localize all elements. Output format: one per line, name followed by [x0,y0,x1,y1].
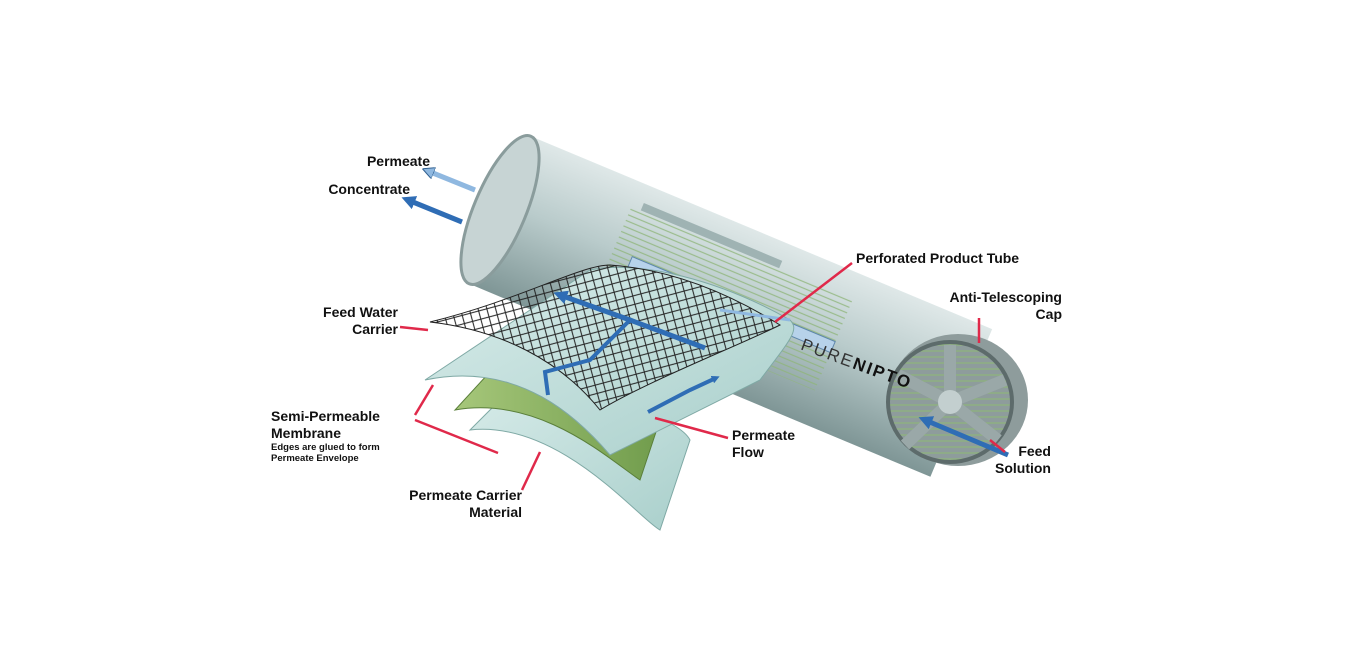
label-permeate-flow: Permeate Flow [732,427,795,461]
leader-lines [399,262,1006,491]
label-line: Semi-Permeable [271,408,380,424]
label-line: Permeate Carrier [409,487,522,503]
label-perforated-product-tube: Perforated Product Tube [856,250,1020,266]
label-line: Material [469,504,522,520]
label-line: Solution [995,460,1051,476]
label-feed-water-carrier: Feed Water Carrier [300,304,398,338]
anti-telescoping-cap [886,334,1028,466]
label-line: Carrier [352,321,398,337]
feed-water-carrier-mesh [429,264,782,411]
label-permeate-carrier-material: Permeate Carrier Material [360,487,522,521]
label-anti-telescoping-cap: Anti-Telescoping Cap [900,289,1062,323]
label-line: Feed Water [323,304,398,320]
label-line: Membrane [271,425,342,441]
label-permeate: Permeate [366,153,430,169]
permeate-flow-arrow [647,376,720,414]
feed-flow-branch [542,318,632,396]
concentrate-outlet-arrow [401,196,463,225]
label-line: Permeate [732,427,796,443]
label-semi-permeable-membrane: Semi-Permeable Membrane Edges are glued … [271,408,380,464]
membrane-note: Edges are glued to form [271,442,380,453]
cylinder-slot [640,202,783,269]
label-feed-solution: Feed Solution [960,443,1051,477]
label-line: Cap [1035,306,1062,322]
label-line: Flow [732,444,764,460]
feed-solution-arrow [918,416,1009,458]
label-line: Feed [1018,443,1051,459]
label-concentrate: Concentrate [328,181,410,197]
left-end-cap [459,134,541,286]
permeate-outlet-arrow [428,171,476,193]
label-line: Anti-Telescoping [949,289,1062,305]
membrane-note: Permeate Envelope [271,453,359,464]
